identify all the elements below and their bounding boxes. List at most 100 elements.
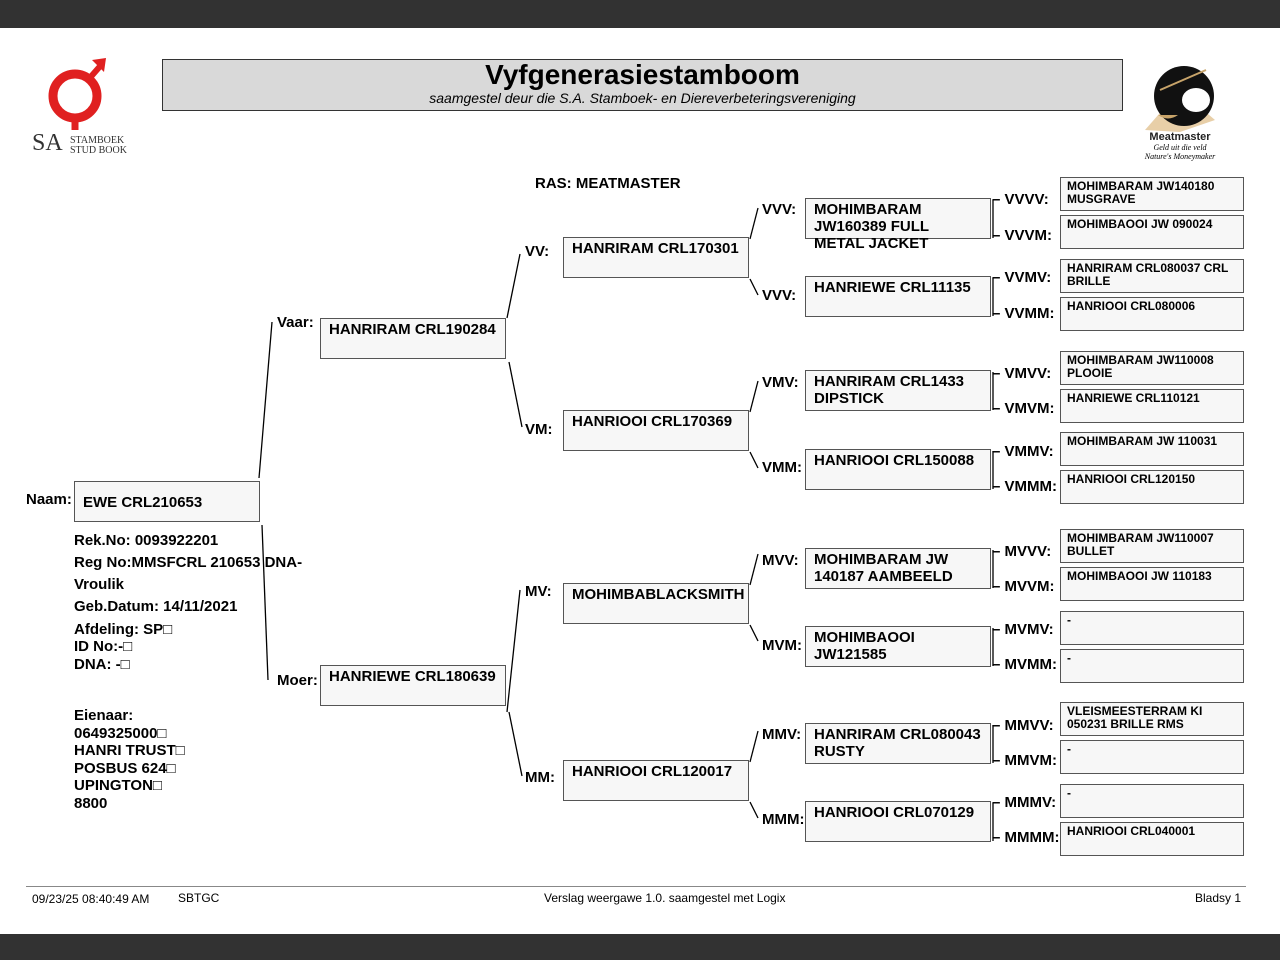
- gen3-ancestor-box[interactable]: HANRIOOI CRL150088: [805, 449, 991, 490]
- gen1-position-label: Moer:: [277, 672, 318, 689]
- owner-info-line: 0649325000□: [74, 724, 167, 742]
- owner-info-line: UPINGTON□: [74, 777, 162, 794]
- logo-studbook-text: STUD BOOK: [70, 145, 127, 156]
- breed-label: RAS: MEATMASTER: [535, 175, 681, 192]
- top-bar: [0, 0, 1280, 28]
- footer-timestamp: 09/23/25 08:40:49 AM: [32, 892, 150, 906]
- animal-info-line: Afdeling: SP□: [74, 621, 173, 638]
- gen4-position-label: – VVMM:: [992, 305, 1055, 322]
- gen2-ancestor-box[interactable]: HANRIOOI CRL120017: [563, 760, 749, 801]
- gen4-ancestor-box[interactable]: MOHIMBAOOI JW 110183: [1060, 567, 1244, 601]
- gen2-position-label: MM:: [525, 769, 555, 786]
- logo-brand-text: Meatmaster: [1149, 131, 1211, 143]
- gen2-ancestor-box[interactable]: HANRIOOI CRL170369: [563, 410, 749, 451]
- connector-line: [749, 278, 759, 296]
- gen4-ancestor-box[interactable]: MOHIMBARAM JW110007 BULLET: [1060, 529, 1244, 563]
- animal-name-box[interactable]: EWE CRL210653: [74, 481, 260, 522]
- gen4-position-label: – MVMM:: [992, 656, 1057, 673]
- gen3-ancestor-box[interactable]: MOHIMBAOOI JW121585: [805, 626, 991, 667]
- gen4-ancestor-box[interactable]: MOHIMBAOOI JW 090024: [1060, 215, 1244, 249]
- gen3-ancestor-box[interactable]: MOHIMBARAM JW 140187 AAMBEELD: [805, 548, 991, 589]
- owner-label: Eienaar:: [74, 707, 134, 724]
- animal-info-line: Vroulik: [74, 576, 125, 593]
- footer-page: Bladsy 1: [1195, 891, 1242, 905]
- gen4-ancestor-box[interactable]: MOHIMBARAM JW110008 PLOOIE: [1060, 351, 1244, 385]
- gen2-position-label: VV:: [525, 243, 550, 260]
- footer-version: Verslag weergawe 1.0. saamgestel met Log…: [544, 891, 786, 905]
- gen3-ancestor-box[interactable]: MOHIMBARAM JW160389 FULL METAL JACKET: [805, 198, 991, 252]
- owner-info-line: 8800: [74, 794, 108, 812]
- gen4-ancestor-box[interactable]: HANRIEWE CRL110121: [1060, 389, 1244, 423]
- page-subtitle: saamgestel deur die S.A. Stamboek- en Di…: [429, 90, 856, 106]
- gen3-position-label: MVV:: [762, 552, 799, 569]
- gen4-position-label: – MMVV:: [992, 717, 1054, 734]
- gen4-ancestor-box[interactable]: HANRIOOI CRL080006: [1060, 297, 1244, 331]
- page-title: Vyfgenerasiestamboom: [485, 59, 800, 90]
- gen4-position-label: – VVVV:: [992, 191, 1049, 208]
- gen4-ancestor-box[interactable]: HANRIOOI CRL040001: [1060, 822, 1244, 856]
- gen3-ancestor-box[interactable]: HANRIRAM CRL080043 RUSTY: [805, 723, 991, 764]
- gen4-ancestor-box[interactable]: HANRIOOI CRL120150: [1060, 470, 1244, 504]
- gen2-ancestor-box[interactable]: HANRIRAM CRL170301: [563, 237, 749, 278]
- gen1-ancestor-box[interactable]: HANRIEWE CRL180639: [320, 665, 506, 706]
- name-label: Naam:: [26, 491, 72, 508]
- gen3-ancestor-box[interactable]: HANRIEWE CRL11135: [805, 276, 991, 317]
- gen4-ancestor-box[interactable]: -: [1060, 784, 1244, 818]
- gen3-position-label: MVM:: [762, 637, 802, 654]
- scale-ram-icon: [1145, 66, 1215, 132]
- connector-line: [506, 589, 521, 713]
- gen3-ancestor-box[interactable]: HANRIRAM CRL1433 DIPSTICK: [805, 370, 991, 411]
- gen4-ancestor-box[interactable]: VLEISMEESTERRAM KI 050231 BRILLE RMS: [1060, 702, 1244, 736]
- gen4-position-label: – VMVM:: [992, 400, 1055, 417]
- gen3-ancestor-box[interactable]: HANRIOOI CRL070129: [805, 801, 991, 842]
- connector-line: [508, 711, 523, 777]
- gen4-position-label: – MVVM:: [992, 578, 1055, 595]
- title-banner: Vyfgenerasiestamboom saamgestel deur die…: [162, 59, 1123, 111]
- gen4-position-label: – MVVV:: [992, 543, 1052, 560]
- animal-info-line: ID No:-□: [74, 638, 133, 655]
- connector-line: [749, 380, 759, 413]
- logo-stamboek-text: STAMBOEK: [70, 135, 125, 146]
- animal-info-line: DNA: -□: [74, 656, 130, 673]
- connector-line: [749, 730, 759, 763]
- logo-sa-text: SA: [32, 130, 63, 156]
- gen4-position-label: – VMMV:: [992, 443, 1054, 460]
- gen4-position-label: – MMMV:: [992, 794, 1057, 811]
- animal-info-line: Reg No:MMSFCRL 210653 DNA-: [74, 554, 303, 571]
- gen4-position-label: – VMVV:: [992, 365, 1052, 382]
- owner-info-line: HANRI TRUST□: [74, 742, 185, 759]
- gen3-position-label: VMV:: [762, 374, 799, 391]
- animal-info-line: Rek.No: 0093922201: [74, 532, 219, 549]
- connector-line: [749, 801, 759, 819]
- logo-tagline-1: Geld uit die veld: [1153, 143, 1207, 152]
- gen4-position-label: – MVMV:: [992, 621, 1054, 638]
- gen4-ancestor-box[interactable]: -: [1060, 611, 1244, 645]
- footer-divider: [26, 886, 1246, 887]
- gen4-position-label: – VVVM:: [992, 227, 1053, 244]
- logo-tagline-2: Nature's Moneymaker: [1144, 152, 1216, 161]
- gen2-position-label: VM:: [525, 421, 553, 438]
- bottom-bar: [0, 934, 1280, 960]
- sa-studbook-logo: SA STAMBOEK STUD BOOK: [30, 58, 135, 158]
- footer-code: SBTGC: [178, 891, 220, 905]
- connector-line: [749, 553, 759, 586]
- connector-line: [506, 253, 521, 319]
- gen2-ancestor-box[interactable]: MOHIMBABLACKSMITH: [563, 583, 749, 624]
- gen1-ancestor-box[interactable]: HANRIRAM CRL190284: [320, 318, 506, 359]
- gen4-ancestor-box[interactable]: MOHIMBARAM JW 110031: [1060, 432, 1244, 466]
- connector-line: [508, 361, 523, 428]
- gen4-position-label: – MMMM:: [992, 829, 1060, 846]
- connector-line: [749, 624, 759, 642]
- connector-line: [261, 524, 269, 681]
- gen4-ancestor-box[interactable]: -: [1060, 740, 1244, 774]
- connector-line: [749, 451, 759, 469]
- gen4-ancestor-box[interactable]: -: [1060, 649, 1244, 683]
- gen3-position-label: VVV:: [762, 201, 797, 218]
- gen4-ancestor-box[interactable]: HANRIRAM CRL080037 CRL BRILLE: [1060, 259, 1244, 293]
- gen4-position-label: – VMMM:: [992, 478, 1057, 495]
- gen4-ancestor-box[interactable]: MOHIMBARAM JW140180 MUSGRAVE: [1060, 177, 1244, 211]
- connector-line: [749, 207, 759, 240]
- gen1-position-label: Vaar:: [277, 314, 314, 331]
- gen2-position-label: MV:: [525, 583, 552, 600]
